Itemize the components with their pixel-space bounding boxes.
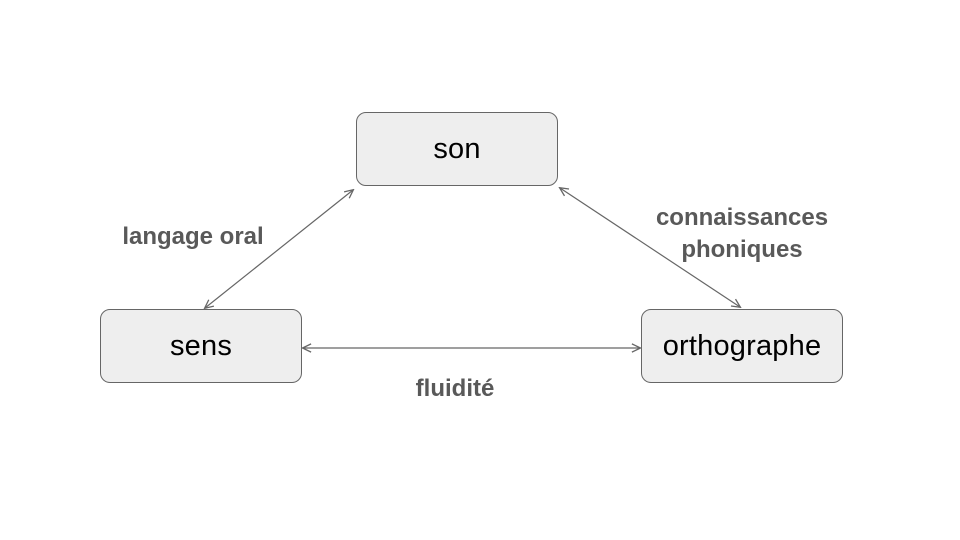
node-son: son bbox=[356, 112, 558, 186]
edge-label-langage-oral: langage oral bbox=[122, 223, 264, 250]
node-sens-label: sens bbox=[169, 329, 233, 362]
node-sens: sens bbox=[100, 309, 302, 383]
edge-son-orthographe-arrow bbox=[560, 188, 740, 307]
edge-sens-son-arrow bbox=[205, 190, 353, 308]
edge-label-fluidite: fluidité bbox=[415, 375, 495, 402]
node-orthographe-label: orthographe bbox=[662, 329, 822, 362]
node-son-label: son bbox=[433, 132, 481, 165]
node-orthographe: orthographe bbox=[641, 309, 843, 383]
edge-label-connaissances-phoniques: connaissances phoniques bbox=[655, 204, 829, 263]
